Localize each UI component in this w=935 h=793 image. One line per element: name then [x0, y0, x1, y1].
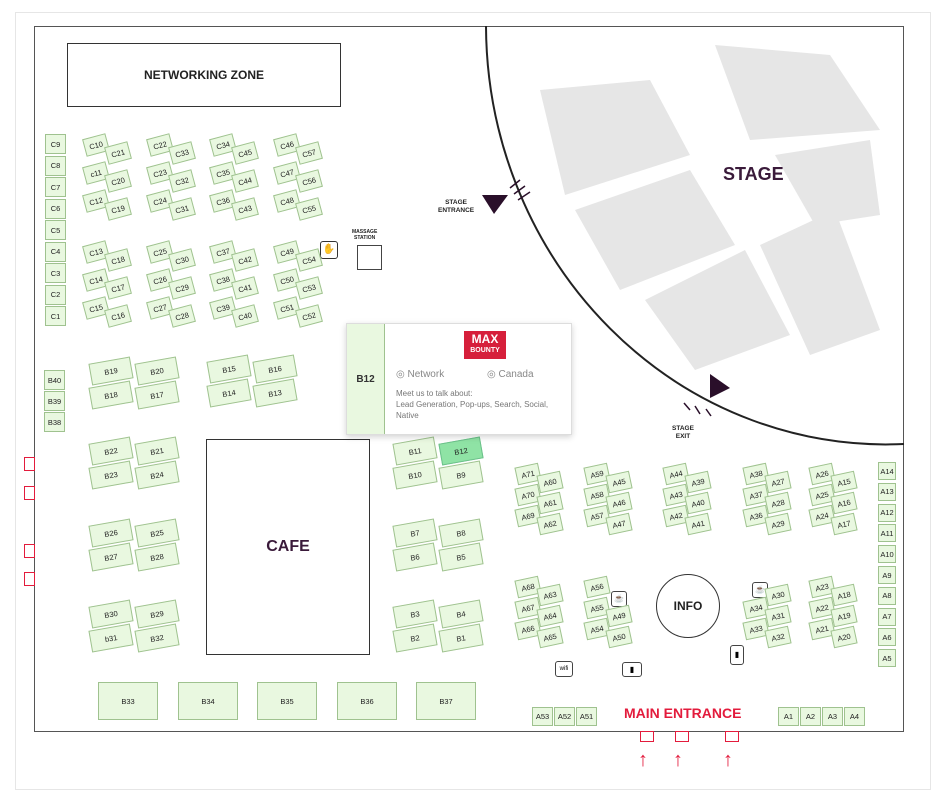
cafe-label: CAFE	[266, 538, 310, 555]
booth-b34[interactable]: B34	[178, 682, 238, 720]
entrance-door-1	[640, 731, 654, 742]
booth-a8[interactable]: A8	[878, 586, 896, 605]
booth-c1[interactable]: C1	[45, 306, 66, 326]
stage-section-3	[645, 250, 790, 370]
stage-exit-marker	[710, 374, 730, 398]
booth-b37[interactable]: B37	[416, 682, 476, 720]
booth-b40[interactable]: B40	[44, 370, 65, 390]
charging-icon: ▮	[730, 645, 744, 665]
booth-a13[interactable]: A13	[878, 482, 896, 501]
massage-line1: MASSAGE	[352, 229, 378, 235]
stage-exit-line2: EXIT	[675, 433, 691, 440]
booth-a3[interactable]: A3	[822, 707, 843, 726]
massage-station[interactable]	[357, 245, 382, 270]
booth-a9[interactable]: A9	[878, 566, 896, 584]
stage-arc	[485, 25, 905, 446]
stage-section-1	[540, 80, 690, 195]
booth-b36[interactable]: B36	[337, 682, 397, 720]
booth-b39[interactable]: B39	[44, 391, 65, 411]
cafe[interactable]: CAFE	[206, 439, 370, 655]
networking-zone[interactable]: NETWORKING ZONE	[67, 43, 341, 107]
side-door-2	[24, 486, 35, 500]
stage-section-2	[575, 170, 735, 290]
popup-intro: Meet us to talk about:	[396, 389, 473, 398]
booth-c3[interactable]: C3	[45, 263, 66, 283]
stage-exit-line1: STAGE	[672, 425, 694, 432]
booth-a12[interactable]: A12	[878, 503, 896, 522]
booth-a6[interactable]: A6	[878, 628, 896, 647]
booth-a2[interactable]: A2	[800, 707, 821, 726]
side-door-1	[24, 457, 35, 471]
booth-popup: B12 MAX BOUNTY ◎ Network ◎ Canada Meet u…	[346, 323, 572, 435]
booth-c9[interactable]: C9	[45, 134, 66, 154]
stage-section-5	[775, 140, 880, 225]
booth-c8[interactable]: C8	[45, 155, 66, 176]
booth-c2[interactable]: C2	[45, 284, 66, 305]
battery-icon: ▮	[622, 662, 642, 677]
tag-country: ◎ Canada	[487, 369, 534, 380]
booth-b33[interactable]: B33	[98, 682, 158, 720]
booth-a10[interactable]: A10	[878, 545, 896, 564]
booth-c5[interactable]: C5	[45, 220, 66, 240]
stage-entrance-label: STAGE ENTRANCE	[438, 199, 474, 215]
info-desk[interactable]: INFO	[656, 574, 720, 638]
booth-b35[interactable]: B35	[257, 682, 317, 720]
popup-description: Meet us to talk about: Lead Generation, …	[396, 388, 568, 421]
maxbounty-logo: MAX BOUNTY	[464, 331, 506, 359]
booth-a52[interactable]: A52	[554, 707, 575, 726]
booth-c6[interactable]: C6	[45, 198, 66, 219]
booth-a11[interactable]: A11	[878, 524, 896, 543]
entrance-arrow-1: ↑	[638, 749, 648, 771]
wifi-icon: wifi	[555, 661, 573, 677]
booth-b38[interactable]: B38	[44, 412, 65, 432]
logo-line2: BOUNTY	[470, 347, 500, 354]
booth-a1[interactable]: A1	[778, 707, 799, 726]
globe-icon: ◎	[396, 369, 405, 380]
entrance-arrow-2: ↑	[673, 749, 683, 771]
logo-line1: MAX	[471, 332, 499, 346]
side-door-3	[24, 544, 35, 558]
booth-a51[interactable]: A51	[576, 707, 597, 726]
booth-a5[interactable]: A5	[878, 649, 896, 668]
stage-section-6	[715, 45, 880, 140]
booth-a4[interactable]: A4	[844, 707, 865, 726]
booth-c7[interactable]: C7	[45, 177, 66, 197]
stage-exit-label: STAGE EXIT	[672, 425, 694, 441]
stage-entrance-line2: ENTRANCE	[438, 207, 475, 214]
stage-entrance-marker	[482, 195, 508, 214]
hand-icon: ✋	[320, 241, 338, 259]
stage-entrance-line1: STAGE	[445, 199, 468, 206]
main-entrance-label: MAIN ENTRANCE	[624, 705, 742, 721]
booth-a53[interactable]: A53	[532, 707, 553, 726]
popup-topics: Lead Generation, Pop-ups, Search, Social…	[396, 400, 549, 420]
entrance-door-3	[725, 731, 739, 742]
popup-booth-id: B12	[347, 324, 385, 434]
stage-section-4	[760, 210, 880, 355]
tag-country-label: Canada	[498, 369, 534, 380]
booth-a7[interactable]: A7	[878, 607, 896, 626]
massage-station-label: MASSAGE STATION	[352, 229, 377, 241]
entrance-door-2	[675, 731, 689, 742]
floor-plan	[34, 26, 904, 732]
side-door-4	[24, 572, 35, 586]
location-icon: ◎	[487, 369, 496, 380]
booth-a14[interactable]: A14	[878, 462, 896, 480]
networking-zone-label: NETWORKING ZONE	[144, 68, 264, 82]
entrance-arrow-3: ↑	[723, 749, 733, 771]
info-label: INFO	[673, 599, 703, 613]
booth-c4[interactable]: C4	[45, 241, 66, 262]
stage-label: STAGE	[723, 164, 784, 184]
tag-network: ◎ Network	[396, 369, 444, 380]
massage-line2: STATION	[354, 235, 376, 241]
tag-network-label: Network	[407, 369, 445, 380]
entrance-arrows	[509, 179, 712, 417]
